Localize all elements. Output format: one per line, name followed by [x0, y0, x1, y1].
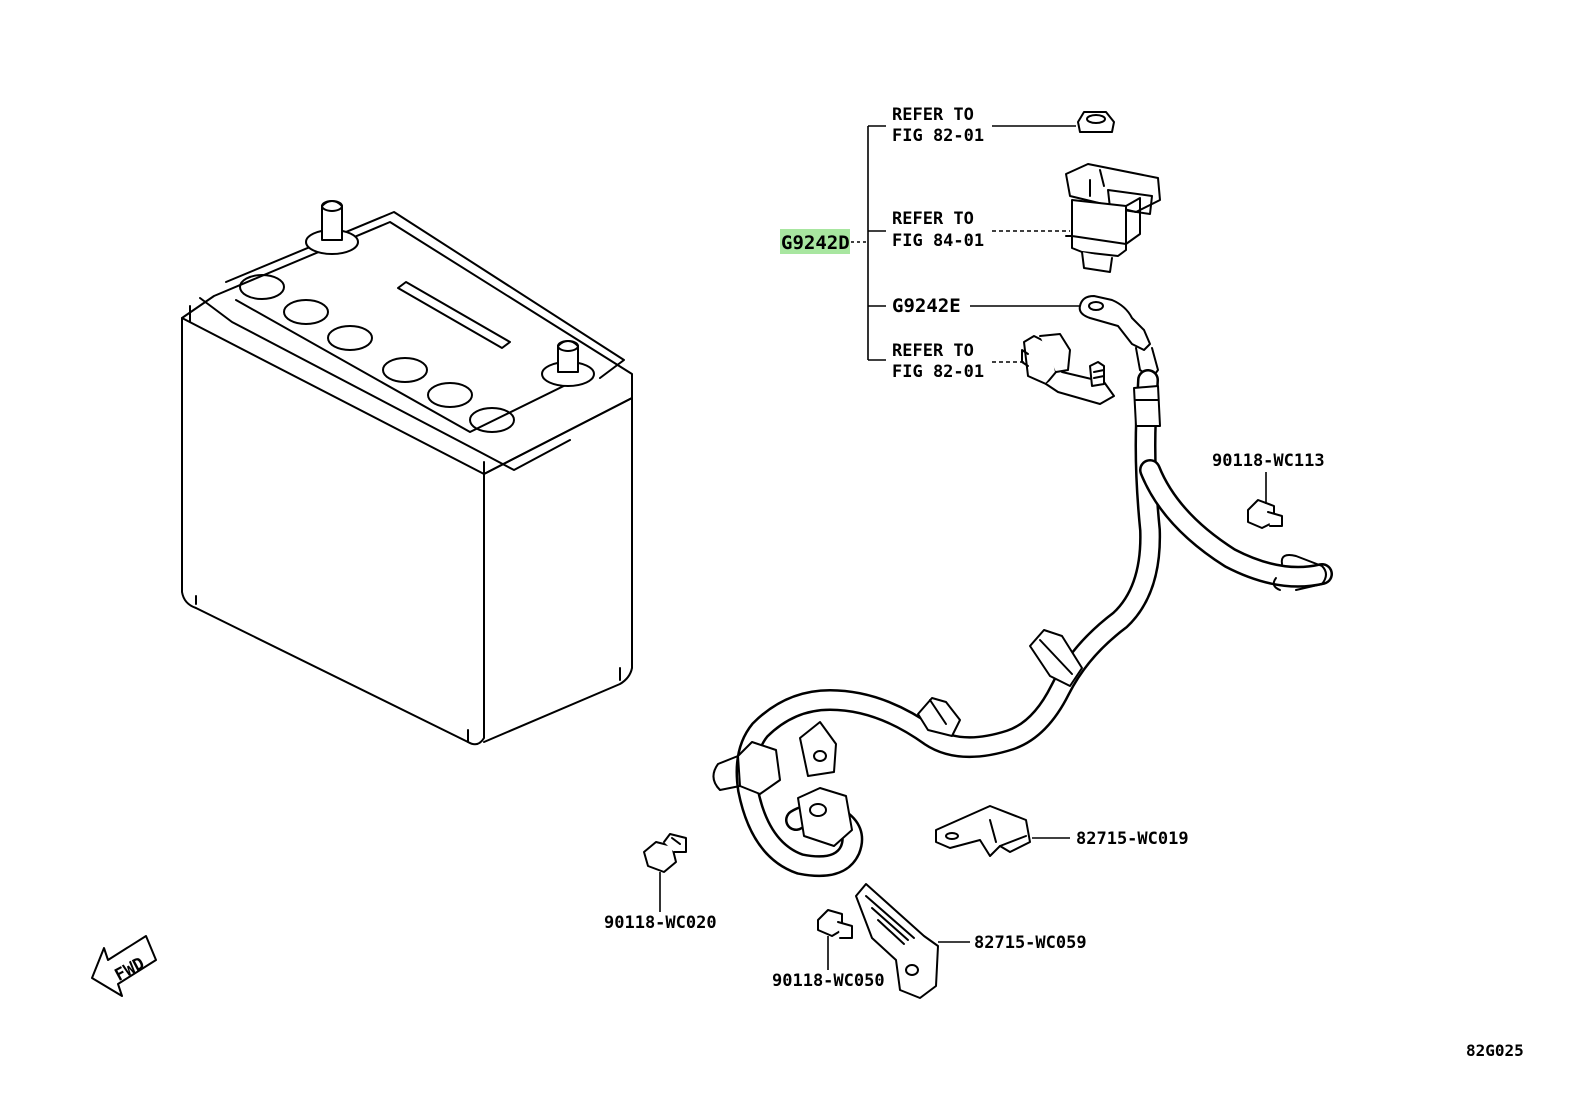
battery-terminal-positive: [541, 340, 595, 387]
battery[interactable]: [181, 200, 633, 746]
nut[interactable]: [1077, 111, 1115, 133]
battery-base-ribs: [195, 595, 621, 743]
label-refer-2-line1[interactable]: REFER TO: [892, 209, 974, 229]
label-g9242d[interactable]: G9242D: [781, 232, 850, 254]
label-refer-3-line1[interactable]: REFER TO: [892, 341, 974, 361]
vent-cap-6: [469, 407, 515, 433]
vent-cap-5: [427, 382, 473, 408]
battery-lid-edge: [189, 305, 485, 475]
label-refer-2-line2[interactable]: FIG 84-01: [892, 231, 984, 251]
g9242d-highlight: [780, 229, 850, 254]
bolt-90118-wc020[interactable]: [643, 833, 687, 873]
vent-cap-2: [283, 299, 329, 325]
terminal-clamp[interactable]: [1021, 333, 1115, 405]
indicator-slot: [397, 281, 511, 349]
label-82715-wc019[interactable]: 82715-WC019: [1076, 829, 1189, 849]
battery-side-face: [483, 397, 633, 743]
figure-id: 82G025: [1466, 1041, 1524, 1060]
label-90118-wc113[interactable]: 90118-WC113: [1212, 451, 1325, 471]
bolt-90118-wc113[interactable]: [1247, 499, 1283, 529]
callout-bracket: [851, 125, 886, 361]
bolt-90118-wc050[interactable]: [817, 909, 853, 939]
battery-terminal-negative: [305, 200, 359, 255]
battery-front-face: [181, 317, 485, 746]
bracket-82715-wc019[interactable]: [935, 805, 1031, 857]
label-refer-3-line2[interactable]: FIG 82-01: [892, 362, 984, 382]
label-90118-wc050[interactable]: 90118-WC050: [772, 971, 885, 991]
battery-lid-inner: [235, 299, 581, 433]
fwd-arrow: FWD: [91, 935, 157, 997]
label-refer-1-line2[interactable]: FIG 82-01: [892, 126, 984, 146]
label-82715-wc059[interactable]: 82715-WC059: [974, 933, 1087, 953]
label-90118-wc020[interactable]: 90118-WC020: [604, 913, 717, 933]
vent-cap-3: [327, 325, 373, 351]
battery-cable-harness[interactable]: [712, 369, 1333, 878]
bracket-82715-wc059[interactable]: [855, 883, 939, 999]
vent-cap-4: [382, 357, 428, 383]
vent-cap-1: [239, 274, 285, 300]
battery-lid-rim: [199, 297, 571, 471]
label-g9242e[interactable]: G9242E: [892, 295, 961, 317]
fuse-block[interactable]: [1065, 163, 1161, 273]
label-refer-1-line1[interactable]: REFER TO: [892, 105, 974, 125]
